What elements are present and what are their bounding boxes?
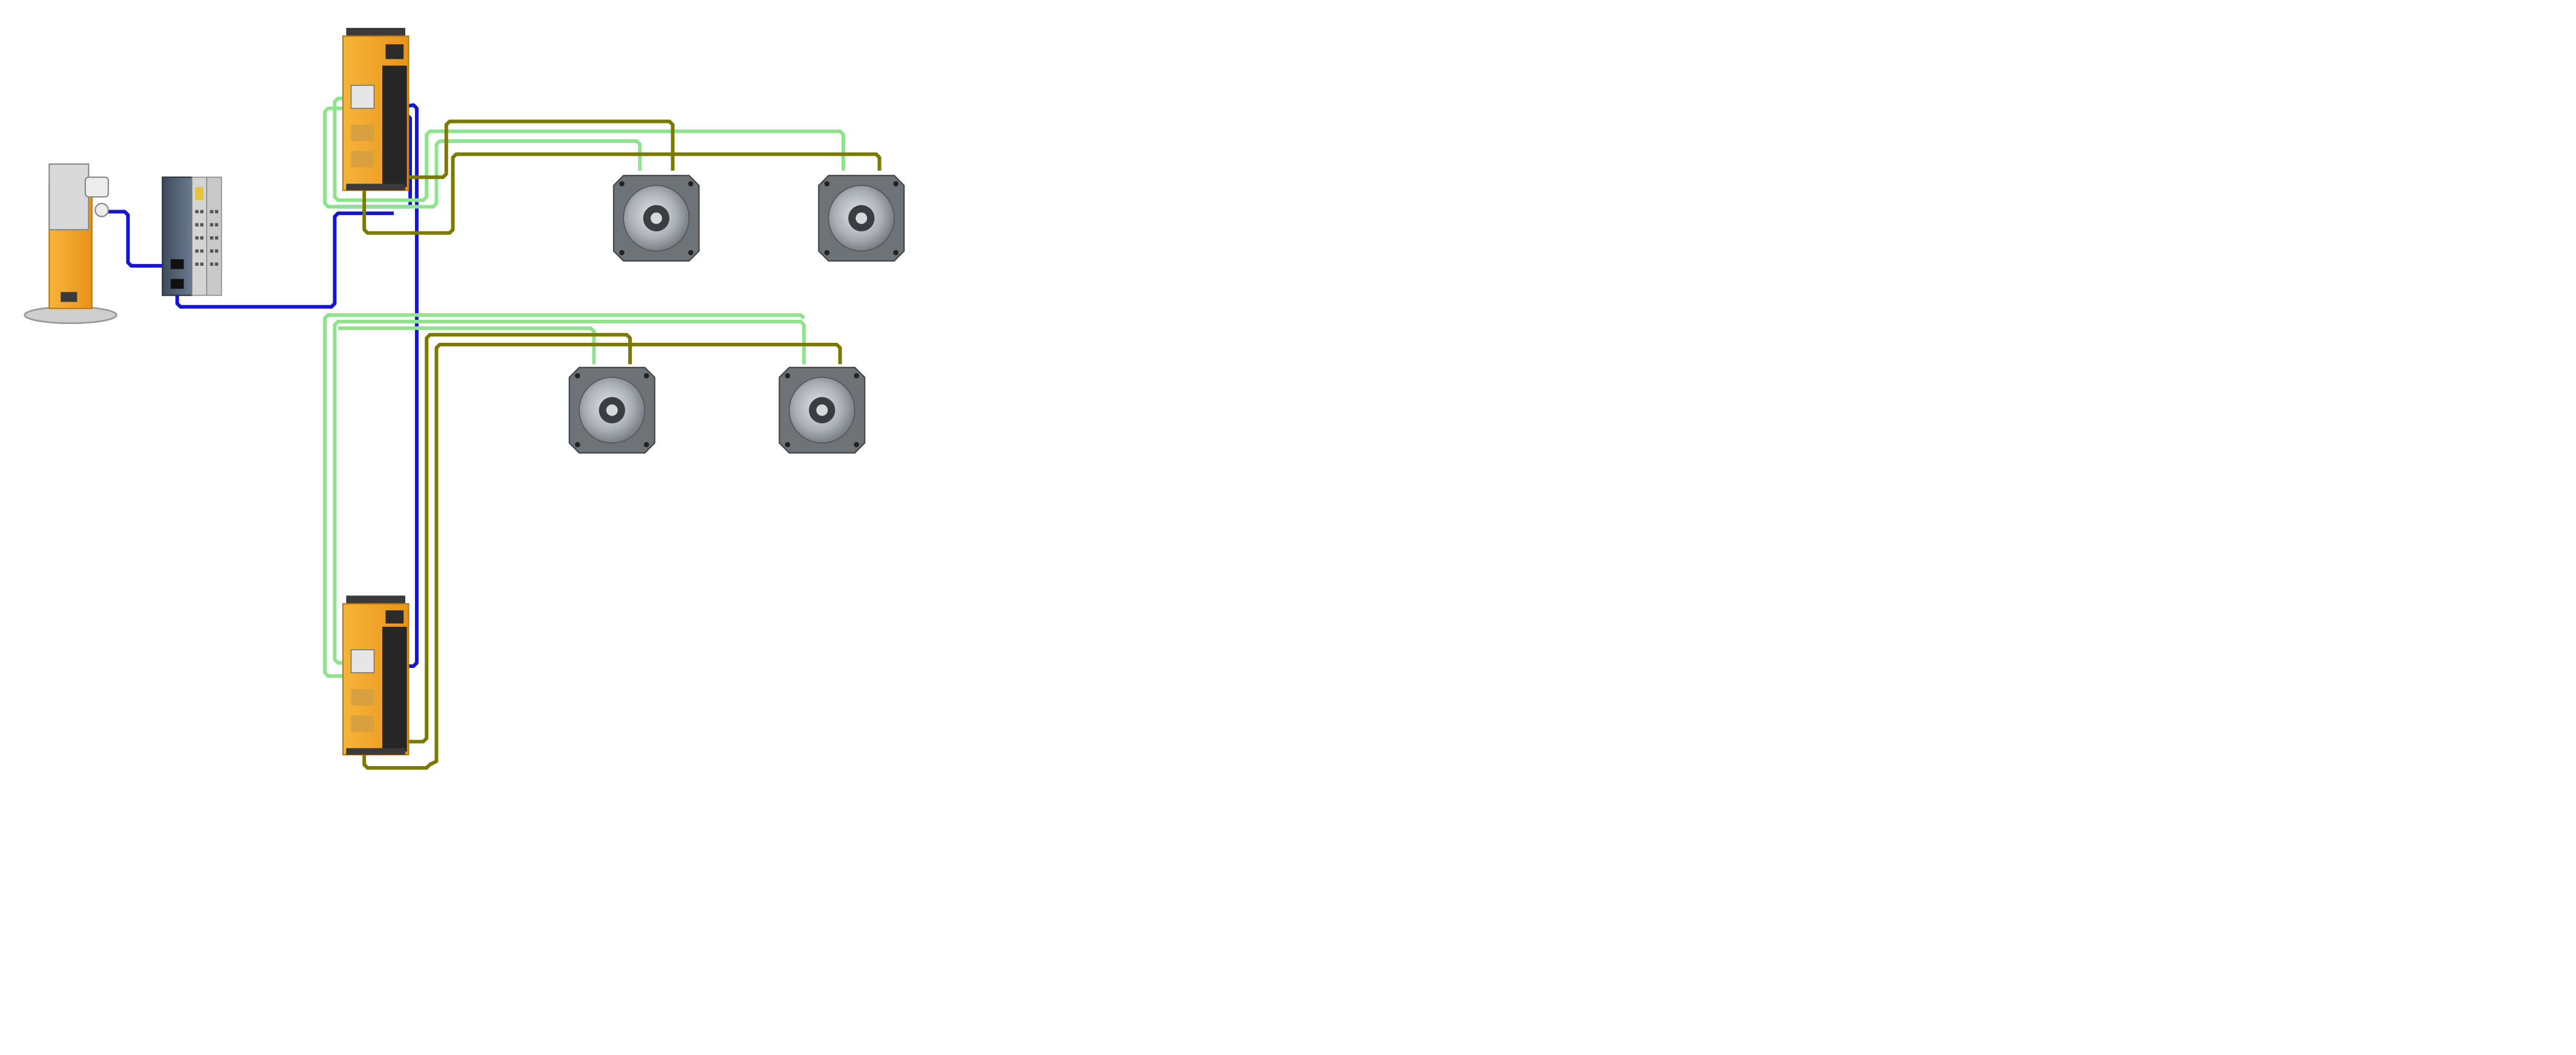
motor-power-cables [362, 119, 881, 770]
servo-motor-1[interactable] [612, 174, 700, 262]
motor1-bolt [619, 250, 625, 256]
plc-eth-port-2 [170, 279, 184, 289]
drive2-display [385, 610, 404, 624]
drive2-front-panel [382, 626, 407, 752]
ethernet-cable-panel-to-plc[interactable] [101, 210, 178, 268]
drive1-connector-x2 [351, 124, 374, 141]
drive1-front-panel [382, 65, 407, 187]
encoder-cable-drive1-to-motor1[interactable] [323, 106, 642, 209]
panel-port [94, 202, 109, 217]
encoder-cables [323, 96, 846, 678]
motor1-shaft [650, 212, 662, 224]
encoder-cable-drive2-to-motor3[interactable] [323, 313, 806, 678]
plc-eth-port-1 [170, 259, 184, 270]
servo-motor-4[interactable] [778, 366, 866, 454]
plc-led-strip [195, 187, 204, 200]
motor3-bolt [574, 442, 580, 448]
motor1-bolt [619, 181, 625, 187]
drive2-bottom-cap [346, 748, 405, 755]
encoder-cable-drive2-to-motor4[interactable] [333, 320, 806, 665]
drive2-top-cap [346, 595, 405, 606]
drive1-display [385, 44, 404, 59]
motor4-bolt [785, 442, 791, 448]
motor4-bolt [854, 373, 860, 379]
motor3-bolt [643, 442, 649, 448]
plc-io-module-1 [191, 176, 208, 296]
drive1-connector-x3 [351, 151, 374, 168]
plc-io-terminals [195, 210, 219, 266]
ethernet-cable-drive1-to-drive2[interactable] [393, 103, 419, 668]
motor4-bolt [785, 373, 791, 379]
panel-head [48, 163, 90, 231]
motor2-bolt [824, 250, 830, 256]
panel-logo [61, 292, 78, 302]
drive2-connector-x3 [351, 715, 374, 732]
drive1-connector-x1 [350, 85, 375, 109]
drive1-bottom-cap [346, 184, 405, 191]
motor-cable-drive2-to-motor4[interactable] [362, 342, 842, 770]
motor4-shaft [816, 404, 828, 416]
encoder-cable-drive1-to-motor2[interactable] [333, 96, 846, 202]
motor3-shaft [606, 404, 618, 416]
plc-io-module-2 [206, 176, 222, 296]
plc-controller[interactable] [162, 176, 222, 296]
panel-mount [84, 176, 109, 198]
servo-motor-3[interactable] [568, 366, 656, 454]
servo-drive-2[interactable] [342, 595, 410, 756]
plc-cpu [162, 176, 193, 296]
drive1-top-cap [346, 28, 405, 38]
operator-panel[interactable] [24, 163, 118, 325]
motor1-bolt [688, 181, 694, 187]
motor-cable-drive2-to-motor3[interactable] [387, 332, 632, 744]
servo-drive-1[interactable] [342, 28, 410, 191]
motor4-bolt [854, 442, 860, 448]
ethernet-cable-plc-to-drive1[interactable] [175, 211, 394, 309]
motor2-shaft [855, 212, 868, 224]
motor2-bolt [893, 181, 899, 187]
motor3-bolt [643, 373, 649, 379]
motor2-bolt [893, 250, 899, 256]
motor2-bolt [824, 181, 830, 187]
servo-motor-2[interactable] [818, 174, 905, 262]
panel-base [24, 306, 118, 325]
motor-cable-drive1-to-motor1[interactable] [387, 119, 675, 179]
motor3-bolt [574, 373, 580, 379]
drive2-connector-x2 [351, 689, 374, 706]
motor-cable-drive1-to-motor2[interactable] [362, 152, 881, 235]
drive2-connector-x1 [350, 649, 375, 673]
motor1-bolt [688, 250, 694, 256]
